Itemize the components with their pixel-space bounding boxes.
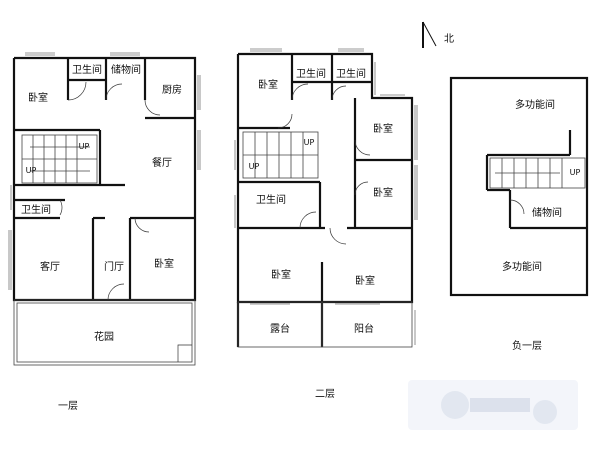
floor2-windows: [234, 48, 418, 228]
basement-door: [509, 199, 525, 215]
basement-caption: 负一层: [512, 339, 542, 352]
floor1-dining: 餐厅: [152, 156, 172, 169]
floor1-bathroom-side: 卫生间: [21, 203, 51, 216]
basement-storage: 储物间: [532, 206, 562, 219]
north-arrow-icon: [422, 21, 437, 48]
floor1-plan: 卧室 卫生间 储物间 厨房 餐厅 UP UP 卫生间 客厅 门厅 卧室 花园 一…: [8, 52, 201, 412]
floor2-stair-up-upper: UP: [304, 138, 315, 147]
basement-stair-up: UP: [570, 168, 581, 177]
floor1-kitchen: 厨房: [162, 83, 182, 96]
floor1-garden-label: 花园: [94, 330, 114, 343]
basement-plan: 多功能间 UP 储物间 多功能间 负一层: [449, 76, 589, 352]
floor1-stair-up-lower: UP: [26, 166, 37, 175]
floor1-stair: [21, 134, 98, 184]
floor2-terrace: 露台: [270, 322, 290, 335]
floor2-bathroom-w: 卫生间: [256, 193, 286, 206]
compass-label: 北: [444, 33, 454, 45]
floor2-bedroom-nw: 卧室: [258, 78, 278, 91]
floor1-entry: 门厅: [104, 260, 124, 273]
floor1-doors: [59, 81, 161, 301]
floor2-bedroom-e1: 卧室: [373, 122, 393, 135]
watermark-logo: [408, 380, 578, 430]
floor2-stair-up-lower: UP: [249, 162, 260, 171]
floor1-bathroom-top: 卫生间: [72, 63, 102, 76]
basement-multi-top: 多功能间: [515, 98, 555, 111]
floor1-living: 客厅: [40, 260, 60, 273]
floor2-bedroom-se: 卧室: [355, 274, 375, 287]
floor2-outdoor: [237, 301, 416, 348]
floor2-bedroom-e2: 卧室: [373, 186, 393, 199]
floor1-garden: [13, 299, 196, 366]
floor2-doors: [277, 83, 371, 245]
floor2-bathroom-b: 卫生间: [336, 67, 366, 80]
floor1-bedroom-nw: 卧室: [28, 91, 48, 104]
basement-multi-bottom: 多功能间: [502, 260, 542, 273]
basement-stair: [489, 157, 586, 189]
floor2-bathroom-a: 卫生间: [296, 67, 326, 80]
floor2-balcony: 阳台: [354, 322, 374, 335]
floor1-bedroom-se: 卧室: [154, 257, 174, 270]
floor2-caption: 二层: [315, 388, 335, 400]
floor1-windows: [8, 52, 201, 290]
floor1-storage: 储物间: [111, 63, 141, 76]
floor1-caption: 一层: [58, 400, 78, 412]
floor1-stair-up-upper: UP: [79, 142, 90, 151]
floor2-stair: [242, 131, 319, 179]
floor2-bedroom-sw: 卧室: [271, 268, 291, 281]
floor2-plan: 卧室 卫生间 卫生间 卧室 UP UP 卧室 卫生间 卧室 卧室 露台 阳台 二…: [234, 48, 418, 400]
